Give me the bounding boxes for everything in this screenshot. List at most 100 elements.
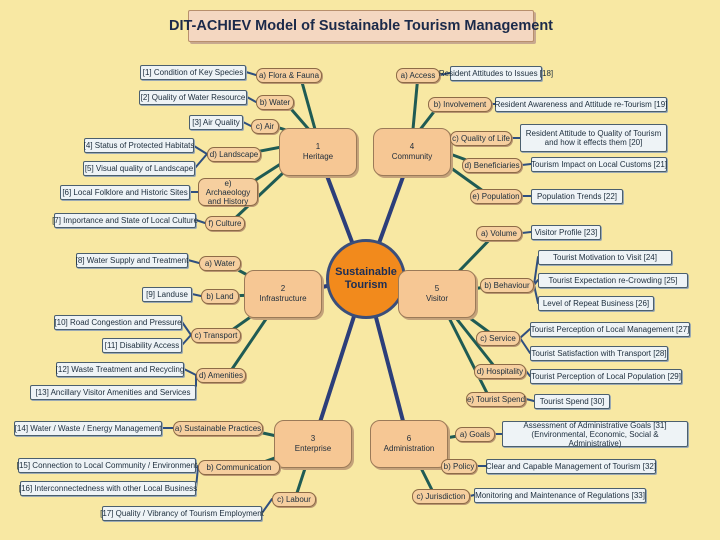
connector-line — [521, 163, 532, 166]
indicator-30: Tourist Spend [30] — [534, 394, 610, 409]
category-label: Administration — [383, 444, 435, 453]
sub-volume: a) Volume — [476, 226, 522, 241]
sub-transport: c) Transport — [191, 328, 241, 343]
connector-line — [469, 494, 475, 497]
sub-tourist-spend: e) Tourist Spend — [466, 392, 526, 407]
category-label: Infrastructure — [259, 294, 307, 303]
connector-line — [181, 321, 192, 336]
connector-line — [195, 466, 199, 489]
indicator-5: [5] Visual quality of Landscape — [83, 161, 195, 176]
indicator-15: [15] Connection to Local Community / Env… — [17, 458, 197, 473]
sub-behaviour: b) Behaviour — [480, 278, 534, 293]
category-number: 5 — [434, 284, 440, 293]
connector-line — [194, 153, 208, 169]
connector-line — [533, 284, 539, 304]
connector-line — [181, 334, 192, 346]
sub-heritage-water: b) Water — [256, 95, 294, 110]
center-node-sustainable-tourism: Sustainable Tourism — [326, 239, 406, 319]
connector-line — [193, 145, 208, 155]
indicator-9: [9] Landuse — [142, 287, 192, 302]
indicator-18: Resident Attitudes to Issues [18] — [439, 66, 553, 81]
connector-line — [519, 337, 531, 354]
indicator-10: [10] Road Congestion and Pressure — [54, 315, 182, 330]
indicator-31: Assessment of Administrative Goals [31] … — [502, 421, 688, 448]
sub-landscape: d) Landscape — [207, 147, 261, 162]
category-number: 2 — [280, 284, 286, 293]
connector-line — [191, 293, 202, 297]
sub-beneficiaries: d) Beneficiaries — [462, 158, 522, 173]
indicator-28: Tourist Satisfaction with Transport [28] — [530, 346, 668, 361]
connector-line — [261, 498, 273, 514]
indicator-27: Tourist Perception of Local Management [… — [530, 322, 690, 337]
sub-air: c) Air — [251, 119, 279, 134]
indicator-21: Tourism Impact on Local Customs [21] — [531, 157, 667, 172]
category-label: Heritage — [302, 152, 334, 161]
indicator-20: Resident Attitude to Quality of Tourism … — [520, 124, 667, 152]
connector-line — [245, 71, 257, 76]
indicator-16: [16] Interconnectedness with other Local… — [19, 481, 197, 496]
category-label: Community — [391, 152, 433, 161]
connector-line — [533, 256, 539, 286]
sub-service: c) Service — [476, 331, 520, 346]
indicator-25: Tourist Expectation re-Crowding [25] — [538, 273, 688, 288]
sub-jurisdiction: c) Jurisdiction — [412, 489, 470, 504]
sub-amenities: d) Amenities — [196, 368, 246, 383]
indicator-1: [1] Condition of Key Species — [140, 65, 246, 80]
indicator-24: Tourist Motivation to Visit [24] — [538, 250, 672, 265]
indicator-14: [14] Water / Waste / Energy Management — [14, 421, 162, 436]
category-number: 6 — [406, 434, 412, 443]
connector-line — [525, 370, 531, 377]
connector-line — [242, 121, 252, 127]
indicator-11: [11] Disability Access — [102, 338, 182, 353]
connector-line — [183, 368, 197, 376]
connector-line — [525, 398, 535, 402]
category-label: Enterprise — [294, 444, 332, 453]
connector-line — [519, 328, 531, 339]
indicator-17: [17] Quality / Vibrancy of Tourism Emplo… — [100, 506, 264, 521]
indicator-22: Population Trends [22] — [531, 189, 623, 204]
indicator-33: Monitoring and Maintenance of Regulation… — [474, 488, 646, 503]
sub-sustainable-practices: a) Sustainable Practices — [173, 421, 263, 436]
indicator-29: Tourist Perception of Local Population [… — [530, 369, 682, 384]
indicator-3: [3] Air Quality — [189, 115, 243, 130]
sub-goals: a) Goals — [455, 427, 495, 442]
sub-labour: c) Labour — [272, 492, 316, 507]
connector-line — [521, 231, 532, 234]
sub-flora-fauna: a) Flora & Fauna — [256, 68, 322, 83]
indicator-12: [12] Waste Treatment and Recycling — [56, 362, 184, 377]
indicator-23: Visitor Profile [23] — [531, 225, 601, 240]
connector-line — [187, 259, 200, 264]
sub-access: a) Access — [396, 68, 440, 83]
indicator-4: [4] Status of Protected Habitats — [84, 138, 194, 153]
sub-policy: b) Policy — [441, 459, 477, 474]
indicator-26: Level of Repeat Business [26] — [538, 296, 654, 311]
sub-quality-of-life: c) Quality of Life — [450, 131, 512, 146]
category-number: 4 — [409, 142, 415, 151]
category-number: 1 — [315, 142, 321, 151]
sub-infrastructure-water: a) Water — [199, 256, 241, 271]
indicator-19: Resident Awareness and Attitude re-Touri… — [495, 97, 667, 112]
indicator-8: [8] Water Supply and Treatment — [76, 253, 188, 268]
sub-hospitality: d) Hospitality — [474, 364, 526, 379]
sub-involvement: b) Involvement — [428, 97, 492, 112]
indicator-6: [6] Local Folklore and Historic Sites — [60, 185, 190, 200]
sub-communication: b) Communication — [198, 460, 280, 475]
connector-line — [439, 72, 451, 76]
diagram-title: DIT-ACHIEV Model of Sustainable Tourism … — [169, 10, 553, 42]
connector-line — [533, 279, 539, 286]
indicator-7: [7] Importance and State of Local Cultur… — [52, 213, 198, 228]
connector-line — [246, 96, 257, 103]
category-number: 3 — [310, 434, 316, 443]
indicator-2: [2] Quality of Water Resource — [139, 90, 247, 105]
sub-archaeology-history: e) Archaeology and History — [198, 178, 258, 206]
sub-culture: f) Culture — [205, 216, 245, 231]
indicator-13: [13] Ancillary Visitor Amenities and Ser… — [30, 385, 196, 400]
category-label: Visitor — [425, 294, 449, 303]
